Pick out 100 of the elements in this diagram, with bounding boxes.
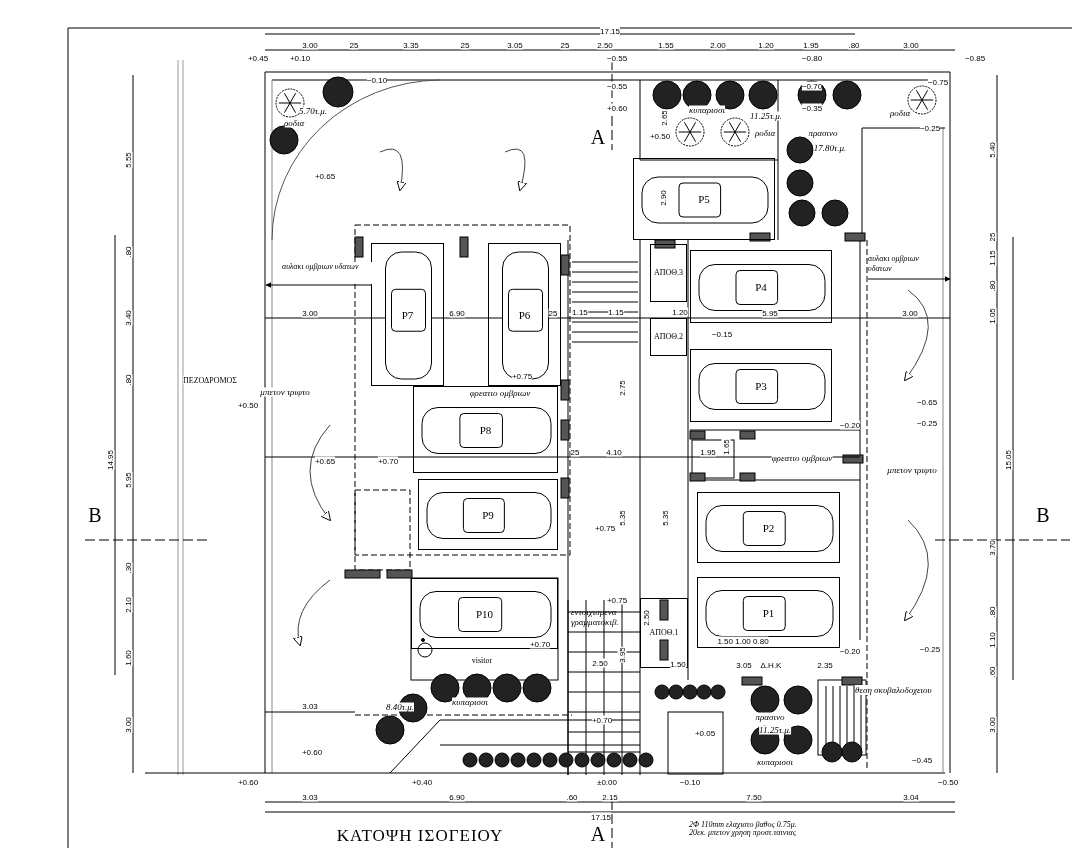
bay-number: P2	[762, 521, 775, 534]
dimension-text: 3.03	[302, 701, 318, 711]
parking-bay	[690, 349, 832, 422]
dimension-text: 2.50	[641, 610, 651, 626]
dimension-text: 1.20	[672, 307, 688, 317]
level-mark: −0.20	[839, 646, 861, 656]
bay-number: P5	[698, 193, 710, 205]
level-mark: +0.50	[649, 131, 671, 141]
dimension-text: 1.15	[987, 250, 997, 266]
level-mark: +0.45	[247, 53, 269, 63]
dimension-text: 1.15	[572, 307, 588, 317]
dimension-text: 5.55	[123, 152, 133, 168]
level-mark: −0.75	[927, 77, 949, 87]
dimension-text: 3.35	[403, 40, 419, 50]
level-mark: −0.35	[801, 103, 823, 113]
dimension-text: 17.15	[591, 812, 611, 822]
dimension-text: 2.75	[617, 380, 627, 396]
level-mark: +0.60	[606, 103, 628, 113]
level-mark: −0.25	[919, 644, 941, 654]
level-mark: −0.25	[919, 123, 941, 133]
section-mark: B	[88, 505, 102, 525]
dimension-text: 1.15	[608, 307, 624, 317]
leader-arrow	[265, 282, 373, 288]
annotation-text: 5.70τ.μ.	[299, 106, 327, 116]
level-mark: −0.25	[916, 418, 938, 428]
level-mark: −0.80	[801, 53, 823, 63]
dimension-text: 1.65	[721, 439, 731, 455]
dimension-text: 5.95	[123, 472, 133, 488]
level-mark: −0.70	[801, 81, 823, 91]
annotation-text: πρασινο	[755, 712, 785, 722]
parking-bay	[633, 158, 775, 240]
section-mark: A	[590, 824, 606, 844]
dimension-text: 5.35	[660, 510, 670, 526]
dimension-text: .80	[987, 606, 997, 618]
level-mark: −0.20	[839, 420, 861, 430]
annotation-text: κυπαρισσι	[452, 697, 488, 707]
leader-arrow	[867, 276, 951, 282]
level-mark: +0.70	[591, 715, 613, 725]
level-mark: +0.40	[411, 777, 433, 787]
annotation-text: φρεατιο ομβριων	[469, 388, 531, 398]
parking-bay	[697, 492, 840, 563]
dimension-text: 3.00	[123, 717, 133, 733]
dimension-text: 17.15	[600, 26, 620, 36]
dimension-text: 7.50	[746, 792, 762, 802]
dimension-text: 2.10	[123, 597, 133, 613]
dimension-text: 3.00	[903, 40, 919, 50]
parking-bay	[697, 577, 840, 648]
drainage-channel-note: αυλακι ομβριων υδατων	[282, 262, 372, 284]
section-mark: B	[1036, 505, 1050, 525]
dimension-text: .60	[987, 666, 997, 678]
level-mark: −0.10	[366, 75, 388, 85]
bay-number: P7	[401, 308, 414, 321]
dimension-text: 14.95	[105, 450, 115, 470]
storage-room	[650, 318, 687, 356]
dimension-text: 25	[570, 447, 580, 457]
room-label: ΑΠΟΘ.3	[653, 267, 684, 279]
level-mark: −0.85	[964, 53, 986, 63]
level-mark: +0.60	[301, 747, 323, 757]
level-mark: +0.10	[289, 53, 311, 63]
annotation-text: 11.25τ.μ.	[750, 111, 782, 121]
parking-bay	[411, 578, 558, 649]
dimension-text: 25	[460, 40, 470, 50]
dimension-text: 2.35	[817, 660, 833, 670]
dimension-text: 2.00	[710, 40, 726, 50]
dimension-text: Δ.Η.Κ	[760, 660, 782, 670]
dimension-text: 3.05	[507, 40, 523, 50]
dimension-text: 6.90	[449, 792, 465, 802]
dimension-text: 5.40	[987, 142, 997, 158]
dimension-text: 5.35	[617, 510, 627, 526]
level-mark: +0.50	[237, 400, 259, 410]
level-mark: +0.05	[694, 728, 716, 738]
level-mark: +0.70	[377, 456, 399, 466]
level-mark: −0.45	[911, 755, 933, 765]
dimension-text: 2.50	[597, 40, 613, 50]
dimension-text: .80	[987, 280, 997, 292]
dimension-text: 2.65	[659, 110, 669, 126]
dimension-text: 4.10	[606, 447, 622, 457]
level-mark: ±0.00	[597, 777, 617, 787]
level-mark: +0.75	[511, 371, 533, 381]
annotation-text: 11.25τ.μ.	[759, 725, 791, 735]
section-mark: A	[590, 127, 606, 147]
bay-number: P10	[475, 607, 494, 620]
dimension-text: 1.20	[758, 40, 774, 50]
annotation-text: φρεατιο ομβριων	[771, 453, 833, 463]
dimension-text: 1.50 1.00 0.80	[717, 636, 769, 646]
annotation-text: 17.80τ.μ.	[813, 143, 847, 153]
room-label: ΑΠΟΘ.1	[649, 627, 679, 639]
level-mark: −0.50	[937, 777, 959, 787]
dimension-text: 3.00	[302, 308, 318, 318]
dimension-text: 3.00	[302, 40, 318, 50]
dimension-text: 1.10	[987, 632, 997, 648]
dimension-text: .80	[123, 374, 133, 386]
parking-bay	[413, 386, 558, 473]
room-label: ΑΠΟΘ.2	[653, 331, 684, 343]
dimension-text: .30	[123, 562, 133, 574]
bay-number: P3	[755, 379, 767, 392]
dimension-text: .80	[848, 40, 860, 50]
annotation-text: μπετον τριφτο	[260, 387, 310, 397]
parking-bay	[488, 243, 561, 386]
level-mark: +0.65	[314, 456, 336, 466]
